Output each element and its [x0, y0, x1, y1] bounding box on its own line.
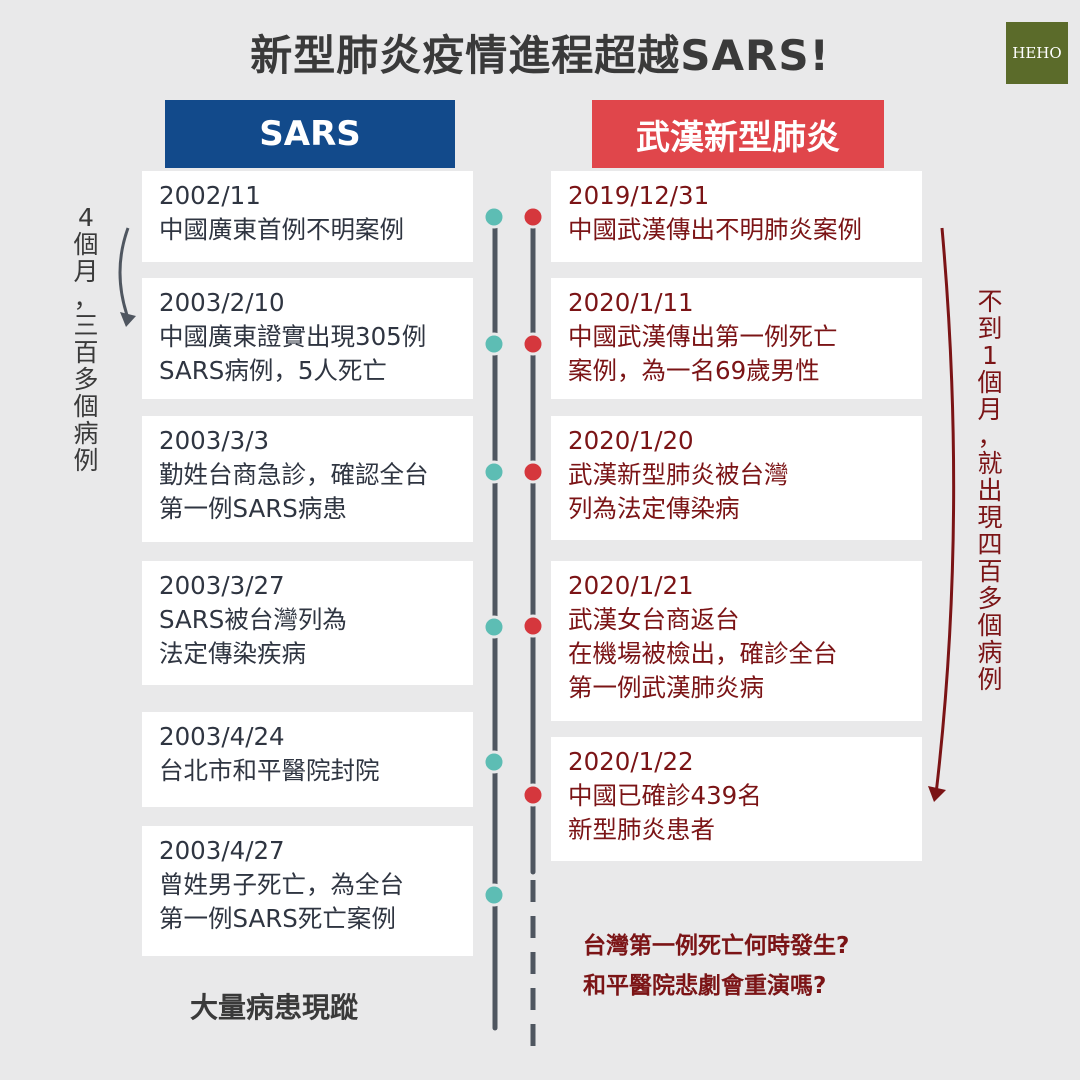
- heho-logo: HEHO: [1006, 22, 1068, 84]
- sars-event-card: 2003/4/24 台北市和平醫院封院: [142, 712, 473, 807]
- event-text: 武漢新型肺炎被台灣: [568, 460, 789, 489]
- sars-event-card: 2003/4/27 曾姓男子死亡，為全台 第一例SARS死亡案例: [142, 826, 473, 956]
- right-arrow-head: [928, 786, 946, 802]
- event-text: 曾姓男子死亡，為全台: [159, 870, 404, 899]
- event-text: 武漢女台商返台: [568, 605, 740, 634]
- event-text: SARS病例，5人死亡: [159, 356, 387, 385]
- sars-header: SARS: [165, 100, 455, 168]
- event-text: 中國武漢傳出第一例死亡: [568, 322, 838, 351]
- event-text: 案例，為一名69歲男性: [568, 356, 820, 385]
- event-text: 中國已確診439名: [568, 781, 762, 810]
- event-text: 第一例SARS死亡案例: [159, 904, 396, 933]
- wuhan-dot: [521, 614, 545, 638]
- event-text: 新型肺炎患者: [568, 815, 715, 844]
- left-duration-arrow: [118, 227, 130, 319]
- wuhan-dot: [521, 460, 545, 484]
- event-date: 2020/1/21: [568, 571, 694, 600]
- sars-event-card: 2003/3/27 SARS被台灣列為 法定傳染疾病: [142, 561, 473, 685]
- event-text: 中國廣東證實出現305例: [159, 322, 427, 351]
- wuhan-header: 武漢新型肺炎: [592, 100, 884, 168]
- sars-event-card: 2003/2/10 中國廣東證實出現305例 SARS病例，5人死亡: [142, 278, 473, 399]
- event-date: 2020/1/11: [568, 288, 694, 317]
- sars-dot: [482, 332, 506, 356]
- footer-massive-patients: 大量病患現蹤: [190, 991, 359, 1024]
- right-duration-arrow: [934, 227, 956, 795]
- event-date: 2003/4/24: [159, 722, 285, 751]
- question-hospital-tragedy: 和平醫院悲劇會重演嗎?: [583, 973, 827, 999]
- event-text: 中國廣東首例不明案例: [159, 215, 404, 244]
- sars-event-card: 2002/11 中國廣東首例不明案例: [142, 171, 473, 262]
- event-text: 在機場被檢出，確診全台: [568, 639, 838, 668]
- event-date: 2019/12/31: [568, 181, 710, 210]
- event-date: 2003/3/27: [159, 571, 285, 600]
- left-duration-annotation: 4 個 月 ， 三 百 多 個 病 例: [73, 203, 99, 475]
- wuhan-event-card: 2019/12/31 中國武漢傳出不明肺炎案例: [551, 171, 922, 262]
- right-duration-annotation: 不 到 1 個 月 ， 就 出 現 四 百 多 個 病 例: [977, 287, 1003, 694]
- page-title: 新型肺炎疫情進程超越SARS!: [250, 31, 830, 80]
- event-text: 列為法定傳染病: [568, 494, 740, 523]
- event-date: 2003/4/27: [159, 836, 285, 865]
- wuhan-dot: [521, 783, 545, 807]
- event-text: 第一例SARS病患: [159, 494, 347, 523]
- wuhan-event-card: 2020/1/21 武漢女台商返台 在機場被檢出，確診全台 第一例武漢肺炎病: [551, 561, 922, 721]
- event-date: 2002/11: [159, 181, 261, 210]
- wuhan-dot: [521, 332, 545, 356]
- sars-dot: [482, 205, 506, 229]
- question-first-death: 台灣第一例死亡何時發生?: [583, 933, 850, 959]
- sars-dot: [482, 750, 506, 774]
- wuhan-event-card: 2020/1/11 中國武漢傳出第一例死亡 案例，為一名69歲男性: [551, 278, 922, 399]
- wuhan-event-card: 2020/1/22 中國已確診439名 新型肺炎患者: [551, 737, 922, 861]
- event-text: 第一例武漢肺炎病: [568, 673, 764, 702]
- sars-dot: [482, 460, 506, 484]
- sars-dot: [482, 615, 506, 639]
- event-text: 中國武漢傳出不明肺炎案例: [568, 215, 862, 244]
- event-text: 勤姓台商急診，確認全台: [159, 460, 429, 489]
- event-date: 2020/1/20: [568, 426, 694, 455]
- event-text: 法定傳染疾病: [159, 639, 306, 668]
- wuhan-event-card: 2020/1/20 武漢新型肺炎被台灣 列為法定傳染病: [551, 416, 922, 540]
- event-text: 台北市和平醫院封院: [159, 756, 380, 785]
- event-date: 2020/1/22: [568, 747, 694, 776]
- event-date: 2003/3/3: [159, 426, 270, 455]
- event-date: 2003/2/10: [159, 288, 285, 317]
- wuhan-dot: [521, 205, 545, 229]
- sars-event-card: 2003/3/3 勤姓台商急診，確認全台 第一例SARS病患: [142, 416, 473, 542]
- sars-dot: [482, 883, 506, 907]
- left-arrow-head: [120, 312, 136, 327]
- event-text: SARS被台灣列為: [159, 605, 347, 634]
